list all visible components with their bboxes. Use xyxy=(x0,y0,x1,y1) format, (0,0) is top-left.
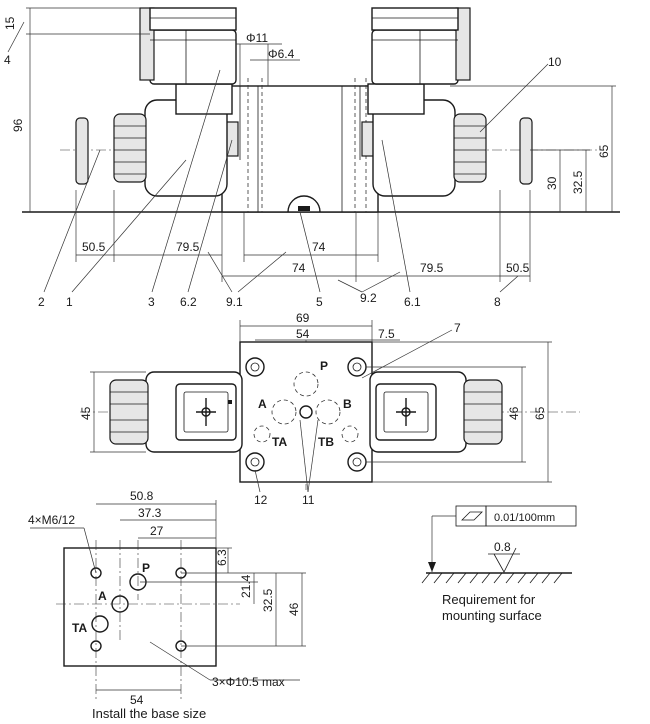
top-right-nut xyxy=(463,379,503,445)
dim-46-top: 46 xyxy=(507,406,521,420)
caption-base-size: Install the base size xyxy=(92,706,206,721)
top-valve-body xyxy=(239,341,373,483)
callout-10: 10 xyxy=(548,55,562,69)
dim-74-top: 74 xyxy=(312,240,326,254)
callout-12: 12 xyxy=(254,493,268,507)
dim-37-3: 37.3 xyxy=(138,506,162,520)
callout-6-1: 6.1 xyxy=(404,295,421,309)
port-tb xyxy=(341,425,359,443)
port-b xyxy=(315,399,341,425)
flatness-value: 0.01/100mm xyxy=(494,512,555,524)
port-a xyxy=(271,399,297,425)
dim-4: 4 xyxy=(4,53,11,67)
dim-79-5-left: 79.5 xyxy=(176,240,200,254)
roughness-value: 0.8 xyxy=(494,540,511,554)
label-port-b: B xyxy=(343,397,352,411)
callout-2: 2 xyxy=(38,295,45,309)
callout-9-1: 9.1 xyxy=(226,295,243,309)
top-left-nut xyxy=(109,379,149,445)
right-coil-nut xyxy=(453,113,487,183)
top-view xyxy=(80,320,580,493)
port-p xyxy=(293,371,319,397)
label-3xphi10-5: 3×Φ10.5 max xyxy=(212,675,285,689)
dim-21-4: 21.4 xyxy=(239,574,253,598)
base-label-p: P xyxy=(142,561,150,575)
roughness-symbol xyxy=(493,547,517,573)
base-plate xyxy=(63,547,217,667)
callout-3: 3 xyxy=(148,295,155,309)
bolt-hole-tl xyxy=(245,357,265,377)
dim-30: 30 xyxy=(545,176,559,190)
dim-54-top: 54 xyxy=(296,327,310,341)
dim-27: 27 xyxy=(150,524,164,538)
dim-54-base: 54 xyxy=(130,693,144,707)
flatness-icon xyxy=(461,511,483,521)
surface-requirement xyxy=(421,505,577,584)
dim-79-5-right: 79.5 xyxy=(420,261,444,275)
base-view xyxy=(30,500,306,700)
left-plug xyxy=(149,29,237,85)
side-view xyxy=(7,7,620,293)
label-port-ta: TA xyxy=(272,435,287,449)
dim-32-5-base: 32.5 xyxy=(261,588,275,612)
left-coil-nut xyxy=(113,113,147,183)
right-plug xyxy=(371,29,459,85)
callout-6-2: 6.2 xyxy=(180,295,197,309)
label-4xm6: 4×M6/12 xyxy=(28,513,75,527)
dim-45: 45 xyxy=(79,406,93,420)
dim-65-top: 65 xyxy=(533,406,547,420)
right-manual-button xyxy=(519,117,533,185)
dim-65-side: 65 xyxy=(597,144,611,158)
dim-phi6-4: Φ6.4 xyxy=(268,47,295,61)
callout-5: 5 xyxy=(316,295,323,309)
dim-32-5-side: 32.5 xyxy=(571,170,585,194)
left-manual-button xyxy=(75,117,89,185)
dim-69: 69 xyxy=(296,311,310,325)
flatness-symbol-box xyxy=(455,505,487,527)
callout-9-2: 9.2 xyxy=(360,291,377,305)
dim-6-3: 6.3 xyxy=(215,549,229,566)
base-port-ta xyxy=(91,615,109,633)
dim-phi11: Φ11 xyxy=(246,31,268,45)
callout-11: 11 xyxy=(302,493,315,507)
dim-50-8: 50.8 xyxy=(130,489,154,503)
callout-8: 8 xyxy=(494,295,501,309)
dim-50-5-left: 50.5 xyxy=(82,240,106,254)
dim-50-5-right: 50.5 xyxy=(506,261,530,275)
bottom-port xyxy=(287,195,321,213)
dim-96: 96 xyxy=(11,118,25,132)
base-label-ta: TA xyxy=(72,621,87,635)
callout-1: 1 xyxy=(66,295,73,309)
dim-15: 15 xyxy=(3,16,17,30)
surface-caption-1: Requirement for xyxy=(442,592,536,607)
port-ta xyxy=(253,425,271,443)
manual-override-left xyxy=(225,121,239,157)
label-port-p: P xyxy=(320,359,328,373)
label-port-tb: TB xyxy=(318,435,334,449)
dim-7-5: 7.5 xyxy=(378,327,395,341)
dim-46-base: 46 xyxy=(287,602,301,616)
right-solenoid xyxy=(367,7,533,197)
manual-override-right xyxy=(361,121,375,157)
callout-7: 7 xyxy=(454,321,461,335)
left-solenoid xyxy=(75,7,237,197)
label-port-a: A xyxy=(258,397,267,411)
dim-74-bottom: 74 xyxy=(292,261,306,275)
surface-caption-2: mounting surface xyxy=(442,608,542,623)
flatness-value-box xyxy=(485,505,577,527)
base-label-a: A xyxy=(98,589,107,603)
